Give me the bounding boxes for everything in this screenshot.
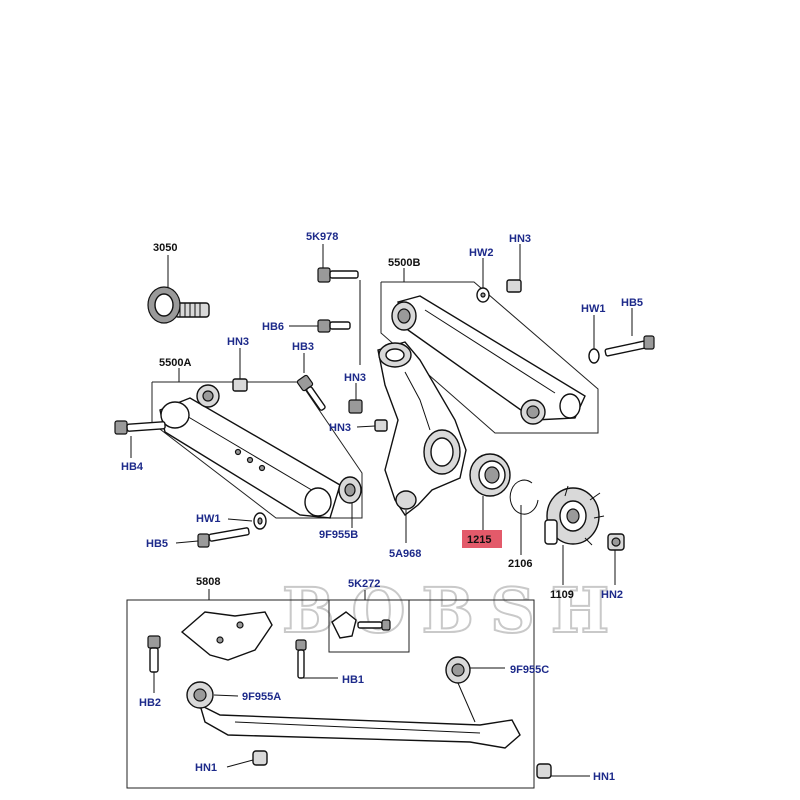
toe-link-ball-joint-3050 — [147, 286, 210, 324]
nut-hn3-lower — [374, 419, 388, 432]
bolt-hb6 — [317, 319, 351, 333]
nut-hn3-top — [506, 279, 522, 293]
bolt-hb2 — [147, 635, 161, 673]
washer-hw2 — [476, 287, 490, 303]
lower-arm-5500a — [159, 384, 362, 519]
callout-hn3-lower: HN3 — [329, 422, 351, 434]
bracket-5k272 — [331, 611, 391, 639]
nut-hn1-left — [252, 750, 268, 766]
callout-hn1-right: HN1 — [593, 771, 615, 783]
snap-ring-2106 — [509, 479, 539, 515]
callout-hn3-left: HN3 — [227, 336, 249, 348]
trailing-arm — [186, 656, 521, 749]
bolt-hb4 — [114, 420, 166, 435]
callout-1109: 1109 — [550, 589, 574, 601]
callout-hn3-top: HN3 — [509, 233, 531, 245]
nut-hn3-mid — [348, 399, 363, 414]
callout-hw2: HW2 — [469, 247, 493, 259]
knuckle-5a968 — [377, 341, 467, 517]
callout-9f955a: 9F955A — [242, 691, 281, 703]
frame-5500b — [380, 281, 599, 434]
callout-1215: 1215 — [467, 534, 491, 546]
bolt-5k978 — [317, 267, 359, 283]
callout-hb5-left: HB5 — [146, 538, 168, 550]
washer-hw1-right — [588, 348, 600, 364]
callout-hw1-right: HW1 — [581, 303, 605, 315]
callout-hn1-left: HN1 — [195, 762, 217, 774]
bracket-5808 — [180, 611, 273, 661]
bolt-hb5-left — [197, 527, 250, 548]
callout-2106: 2106 — [508, 558, 532, 570]
callout-5500a: 5500A — [159, 357, 191, 369]
bolt-hb1 — [295, 639, 307, 679]
upper-arm-5500b — [391, 295, 586, 425]
callout-3050: 3050 — [153, 242, 177, 254]
callout-hb4: HB4 — [121, 461, 144, 473]
callout-hw1-left: HW1 — [196, 513, 220, 525]
callout-hb6: HB6 — [262, 321, 284, 333]
callout-9f955c: 9F955C — [510, 664, 549, 676]
washer-hw1-left — [253, 512, 267, 530]
highlight-1215 — [462, 530, 502, 548]
callout-5500b: 5500B — [388, 257, 420, 269]
callout-5k272: 5K272 — [348, 578, 380, 590]
callout-hb3: HB3 — [292, 341, 314, 353]
nut-hn3-left — [232, 378, 248, 392]
nut-hn1-right — [536, 763, 552, 779]
callout-hn2: HN2 — [601, 589, 623, 601]
watermark-text: BOBSH — [282, 574, 625, 647]
wheel-bearing-1215 — [469, 453, 511, 497]
callout-hb2: HB2 — [139, 697, 161, 709]
callout-hb5-right: HB5 — [621, 297, 643, 309]
bolt-hb5-right — [604, 335, 655, 357]
callout-hn3-mid: HN3 — [344, 372, 366, 384]
callout-5a968: 5A968 — [389, 548, 421, 560]
wheel-hub-1109 — [544, 485, 605, 546]
callout-9f955b: 9F955B — [319, 529, 358, 541]
hub-nut-hn2 — [607, 533, 625, 551]
leader-lines — [130, 244, 633, 777]
bolt-hb3 — [296, 374, 326, 411]
frame-5k272 — [328, 599, 410, 653]
callout-hb1: HB1 — [342, 674, 364, 686]
callout-5808: 5808 — [196, 576, 220, 588]
callout-5k978: 5K978 — [306, 231, 338, 243]
